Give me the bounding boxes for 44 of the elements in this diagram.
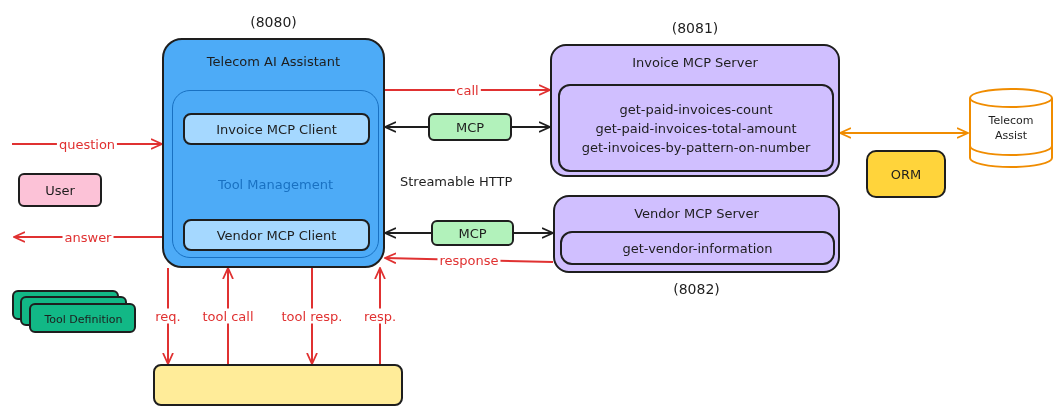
- tool-name: get-paid-invoices-count: [619, 100, 773, 119]
- edge-label: question: [56, 136, 118, 152]
- actor-box: [18, 173, 102, 207]
- box-label: Tool Definition: [44, 311, 123, 327]
- arrow: [222, 267, 234, 365]
- box-label: User: [45, 182, 75, 198]
- protocol-label: Streamable HTTP: [400, 174, 513, 189]
- client-box: [183, 113, 370, 145]
- box-label: MCP: [455, 119, 485, 135]
- box-label: MCP: [458, 225, 487, 241]
- box-label: Telecom Assist: [987, 113, 1035, 143]
- tool-list-box: [560, 231, 835, 265]
- tool-list-box: [558, 84, 834, 172]
- edge-label: tool call: [200, 308, 256, 324]
- edge-label: call: [454, 82, 481, 98]
- arrow: [839, 127, 969, 139]
- arrow: [374, 267, 386, 365]
- card-stack: [12, 290, 137, 334]
- box-title: Invoice MCP Server: [631, 55, 759, 70]
- tool-name: get-vendor-information: [622, 239, 773, 258]
- arrow: [384, 227, 432, 239]
- port-label: (8081): [670, 20, 720, 36]
- box-label: Vendor MCP Client: [216, 227, 337, 243]
- orm-box: [866, 150, 946, 198]
- protocol-box: [428, 113, 512, 141]
- box-label: ORM: [890, 166, 922, 182]
- box-title: Vendor MCP Server: [633, 206, 760, 221]
- tool-name: get-invoices-by-pattern-on-number: [581, 138, 811, 157]
- model-box: [153, 364, 403, 406]
- group-box: [172, 90, 379, 258]
- port-label: (8082): [672, 281, 721, 297]
- edge-label: req.: [153, 308, 183, 324]
- arrow: [511, 121, 551, 133]
- arrow: [306, 267, 318, 365]
- protocol-box: [431, 220, 514, 246]
- port-label: (8080): [249, 14, 298, 30]
- box-label: Invoice MCP Client: [216, 121, 337, 137]
- arrow: [162, 267, 174, 365]
- arrow: [384, 121, 429, 133]
- group-title: Tool Management: [217, 177, 334, 192]
- client-box: [183, 219, 370, 251]
- arrow: [513, 227, 554, 239]
- tool-name: get-paid-invoices-total-amount: [595, 119, 797, 138]
- box-title: Telecom AI Assistant: [205, 54, 342, 69]
